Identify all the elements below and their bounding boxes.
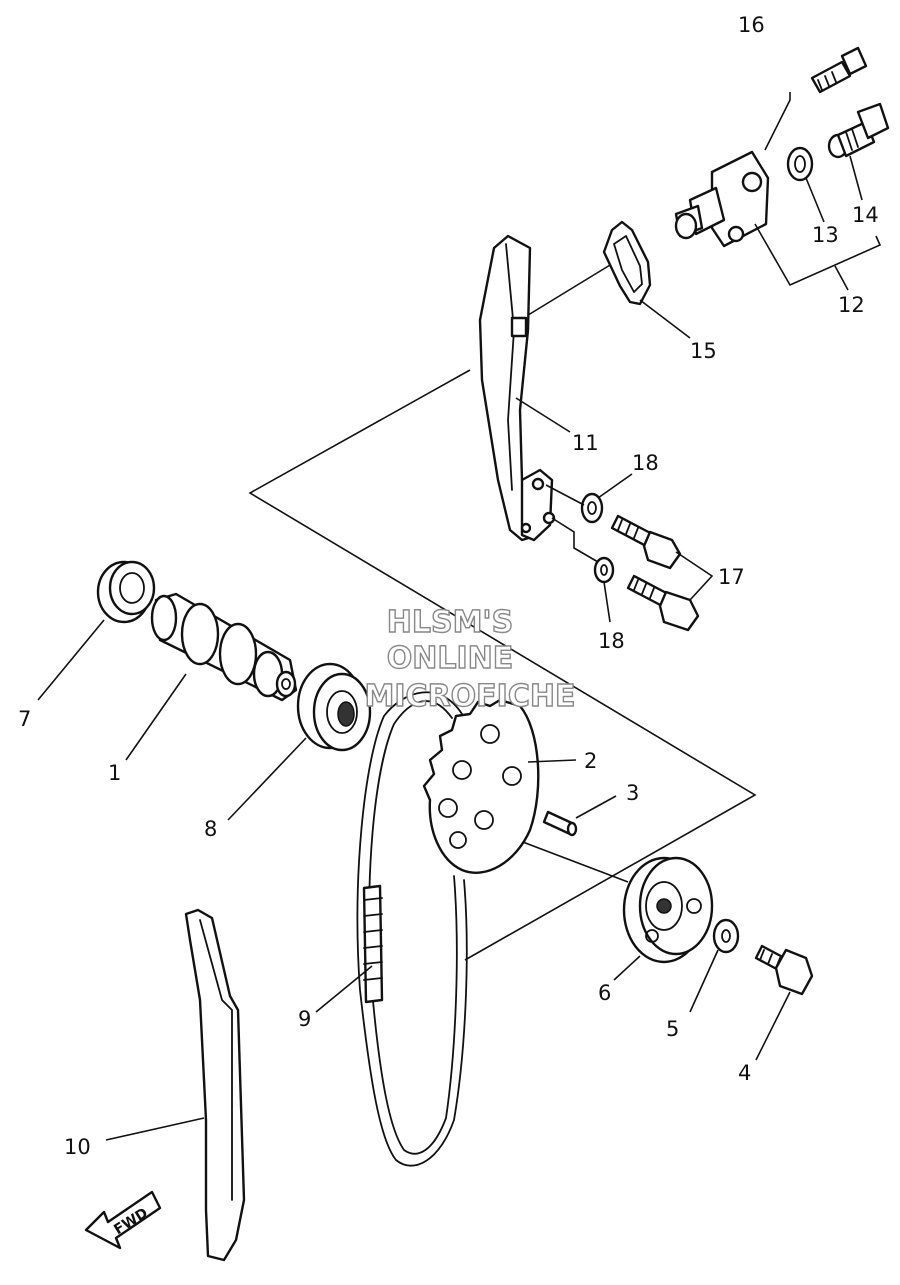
callout-3[interactable]: 3 <box>626 781 639 805</box>
bolt-17-lower[interactable] <box>626 574 700 632</box>
leader-6 <box>613 955 641 981</box>
callout-4[interactable]: 4 <box>738 1061 751 1085</box>
callout-9[interactable]: 9 <box>298 1007 311 1031</box>
plug-bolt-14[interactable] <box>827 102 890 159</box>
watermark: HLSM'S ONLINE MICROFICHE <box>364 604 576 714</box>
bracket-17 <box>675 551 714 601</box>
leader-18-upper <box>597 473 633 499</box>
bolt-4[interactable] <box>754 944 814 996</box>
bearing-8[interactable] <box>296 662 372 752</box>
callout-8[interactable]: 8 <box>204 817 217 841</box>
watermark-line-1: HLSM'S <box>387 605 513 640</box>
leader-16 <box>764 92 791 151</box>
leader-10 <box>105 1117 205 1141</box>
bolt-17-upper[interactable] <box>610 514 682 570</box>
callout-10[interactable]: 10 <box>64 1135 91 1159</box>
callout-11[interactable]: 11 <box>572 431 599 455</box>
leader-3 <box>575 795 617 819</box>
plate-6[interactable] <box>622 856 714 964</box>
washer-5[interactable] <box>712 918 740 954</box>
callout-17[interactable]: 17 <box>718 565 745 589</box>
leader-2 <box>527 759 577 763</box>
leader-9 <box>315 965 373 1013</box>
callout-14[interactable]: 14 <box>852 203 879 227</box>
leader-14 <box>849 155 863 201</box>
leader-12 <box>834 265 849 291</box>
forward-direction-arrow: FWD <box>84 1190 162 1250</box>
watermark-line-2: ONLINE <box>387 641 514 676</box>
cam-chain-tensioner-12[interactable] <box>674 150 770 248</box>
washer-18-lower[interactable] <box>593 556 615 584</box>
washer-13[interactable] <box>786 146 814 182</box>
callout-13[interactable]: 13 <box>812 223 839 247</box>
callout-12[interactable]: 12 <box>838 293 865 317</box>
callout-labels: 16 13 14 12 15 11 18 17 18 7 1 2 3 8 6 9… <box>18 13 879 1159</box>
bracket-12 <box>754 223 882 287</box>
leader-5 <box>689 949 719 1013</box>
chain-guide-11[interactable] <box>478 234 556 542</box>
callout-2[interactable]: 2 <box>584 749 597 773</box>
leader-4 <box>755 991 791 1061</box>
washer-18-upper[interactable] <box>580 492 604 524</box>
cam-sprocket-2[interactable] <box>422 698 540 874</box>
callout-6[interactable]: 6 <box>598 981 611 1005</box>
watermark-line-3: MICROFICHE <box>365 679 576 714</box>
callout-18-lower[interactable]: 18 <box>598 629 625 653</box>
callout-15[interactable]: 15 <box>690 339 717 363</box>
callout-7[interactable]: 7 <box>18 707 31 731</box>
leader-7 <box>37 619 105 701</box>
chain-guide-10[interactable] <box>184 908 246 1262</box>
camshaft-1[interactable] <box>150 592 298 702</box>
dowel-pin-3[interactable] <box>542 810 578 837</box>
bolt-16[interactable] <box>810 46 868 94</box>
callout-16[interactable]: 16 <box>738 13 765 37</box>
callout-1[interactable]: 1 <box>108 761 121 785</box>
callout-5[interactable]: 5 <box>666 1017 679 1041</box>
leader-11 <box>515 397 571 433</box>
axis-lines-18 <box>545 484 599 563</box>
bearing-7[interactable] <box>96 560 156 624</box>
leader-15 <box>639 299 691 339</box>
callout-18-upper[interactable]: 18 <box>632 451 659 475</box>
cam-chain-9[interactable] <box>356 691 468 1167</box>
leader-1 <box>125 673 187 761</box>
leader-8 <box>227 737 307 821</box>
leader-13 <box>805 177 825 223</box>
gasket-15[interactable] <box>602 220 652 306</box>
leader-18-lower <box>603 581 611 623</box>
